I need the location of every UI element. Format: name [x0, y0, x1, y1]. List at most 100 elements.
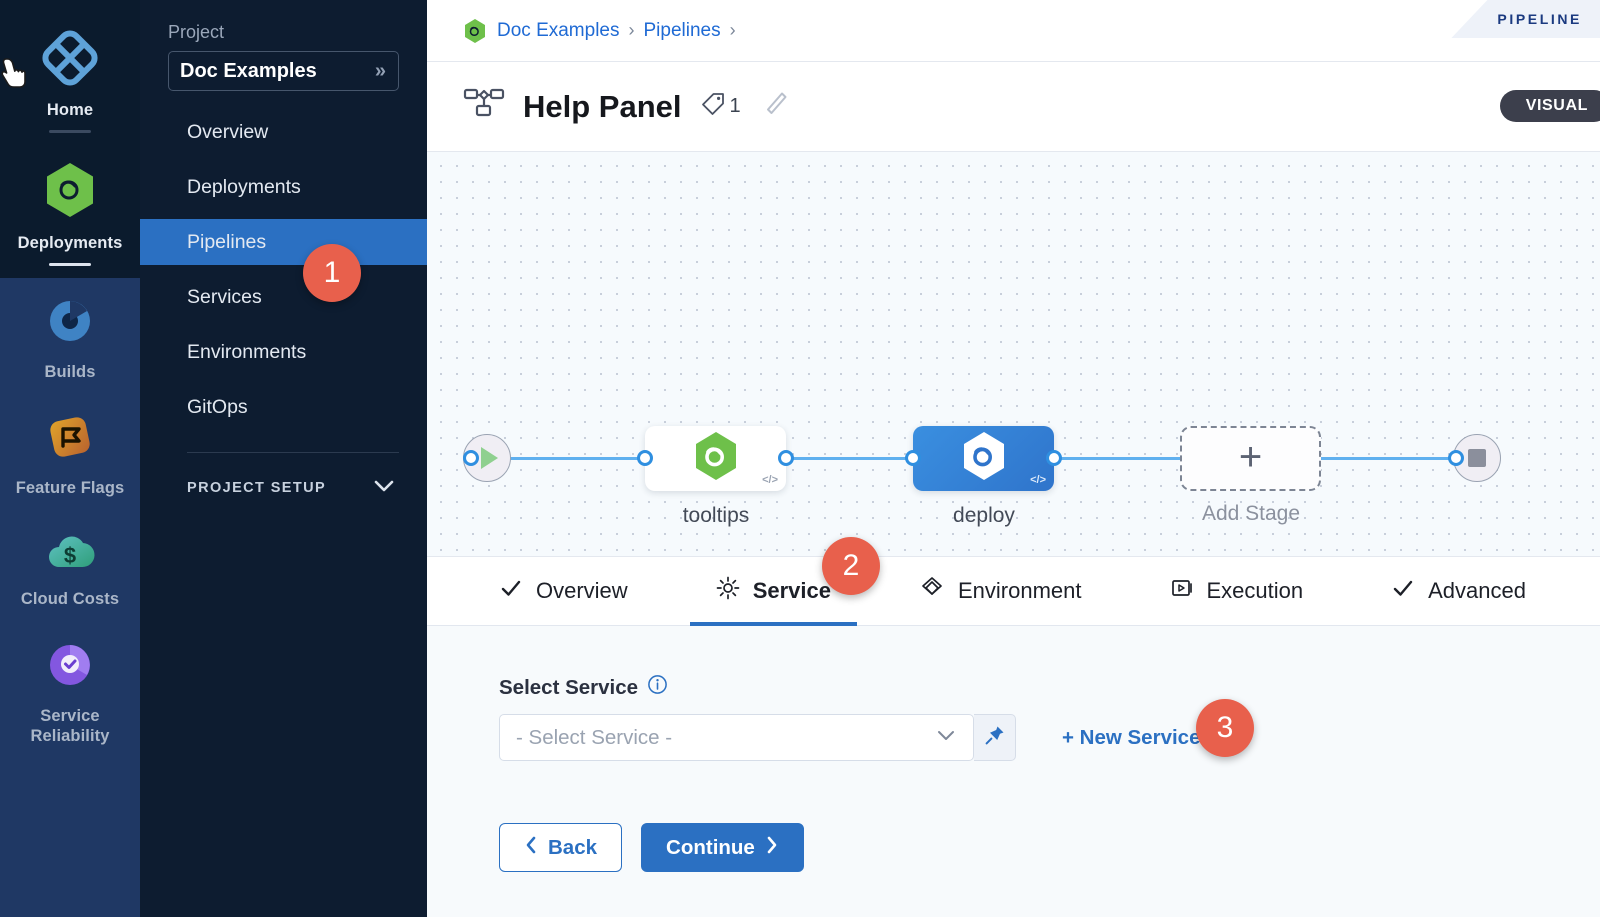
- select-service-label-row: Select Service: [499, 674, 1600, 701]
- home-diamond-icon: [4, 30, 136, 91]
- module-rail-bottom-group: Builds Feature Flags: [0, 277, 140, 917]
- chevron-down-icon: [935, 728, 957, 747]
- select-service-row: - Select Service - + New Service: [499, 714, 1600, 761]
- stage-code-tag: </>: [1030, 474, 1046, 486]
- tab-overview[interactable]: Overview: [473, 557, 654, 625]
- rail-item-label: Deployments: [17, 233, 123, 252]
- pipeline-port[interactable]: [1448, 450, 1464, 466]
- stage-code-tag: </>: [762, 474, 778, 486]
- pipeline-ribbon-label: PIPELINE: [1497, 11, 1582, 27]
- pipeline-port[interactable]: [1046, 450, 1062, 466]
- pipeline-edge: [469, 457, 651, 460]
- add-stage-label: Add Stage: [1201, 502, 1301, 525]
- rail-item-builds[interactable]: Builds: [0, 278, 140, 395]
- pipeline-graph-icon: [463, 86, 505, 127]
- project-selector[interactable]: Doc Examples »: [168, 51, 399, 91]
- callout-badge-1: 1: [303, 244, 361, 302]
- pipeline-port[interactable]: [905, 450, 921, 466]
- tab-environment[interactable]: Environment: [893, 557, 1108, 625]
- breadcrumb-item-project[interactable]: Doc Examples: [497, 19, 620, 41]
- step-tabs: Overview Service: [427, 557, 1600, 626]
- tab-label: Advanced: [1428, 578, 1526, 603]
- tab-service[interactable]: Service: [689, 557, 858, 626]
- select-service-dropdown[interactable]: - Select Service -: [499, 714, 974, 761]
- builds-icon: [4, 294, 136, 353]
- continue-button[interactable]: Continue: [641, 823, 804, 872]
- project-sidebar: Project Doc Examples » Overview Deployme…: [140, 0, 427, 917]
- cloud-costs-icon: $: [4, 527, 136, 580]
- page-title: Help Panel: [523, 88, 682, 124]
- main-area: Doc Examples › Pipelines › PIPELINE Help…: [427, 0, 1600, 917]
- chevron-down-icon: [373, 479, 395, 497]
- pipeline-canvas[interactable]: </> tooltips </> deploy +: [427, 152, 1600, 557]
- play-box-icon: [1170, 576, 1194, 606]
- rail-item-home[interactable]: Home: [0, 14, 140, 145]
- pipeline-end-node[interactable]: [1453, 434, 1501, 482]
- pipeline-stage-deploy[interactable]: </>: [913, 426, 1054, 491]
- chevron-left-icon: [524, 835, 538, 861]
- field-label-text: Select Service: [499, 675, 639, 699]
- sidebar-project-setup[interactable]: PROJECT SETUP: [140, 479, 427, 497]
- breadcrumb: Doc Examples › Pipelines › PIPELINE: [427, 0, 1600, 62]
- back-button[interactable]: Back: [499, 823, 623, 872]
- rail-item-cloud-costs[interactable]: $ Cloud Costs: [0, 511, 140, 622]
- sidebar-item-pipelines[interactable]: Pipelines: [140, 219, 427, 265]
- breadcrumb-item-pipelines[interactable]: Pipelines: [643, 19, 721, 41]
- tab-advanced[interactable]: Advanced: [1365, 557, 1552, 625]
- pipeline-edge: [1052, 457, 1180, 460]
- module-rail-top-group: Home Deployments: [0, 0, 140, 278]
- tab-label: Service: [752, 578, 831, 603]
- sidebar-item-gitops[interactable]: GitOps: [140, 384, 427, 430]
- page-header: Help Panel 1 VISUAL: [427, 62, 1600, 152]
- tab-execution[interactable]: Execution: [1144, 557, 1330, 625]
- info-icon[interactable]: [647, 674, 668, 701]
- pin-button[interactable]: [974, 714, 1016, 761]
- sidebar-item-deployments[interactable]: Deployments: [140, 164, 427, 210]
- chevron-double-right-icon: »: [374, 60, 386, 82]
- project-label: Project: [168, 22, 225, 42]
- continue-button-label: Continue: [666, 835, 755, 859]
- chevron-right-icon: [765, 835, 779, 861]
- pipeline-port[interactable]: [463, 450, 479, 466]
- tag-count[interactable]: 1: [700, 91, 741, 123]
- check-icon: [499, 576, 523, 606]
- rail-item-deployments[interactable]: Deployments: [0, 145, 140, 278]
- tag-icon: [700, 91, 726, 123]
- harness-hex-white-icon: [960, 430, 1008, 487]
- layers-icon: [919, 575, 945, 607]
- rail-item-feature-flags[interactable]: Feature Flags: [0, 394, 140, 511]
- sidebar-item-overview[interactable]: Overview: [140, 109, 427, 155]
- sidebar-item-label: Environments: [187, 340, 307, 363]
- svg-text:$: $: [64, 543, 76, 568]
- breadcrumb-separator: ›: [628, 20, 635, 40]
- sidebar-item-label: Deployments: [187, 175, 301, 198]
- service-reliability-icon: [4, 638, 136, 697]
- sidebar-item-services[interactable]: Services: [140, 274, 427, 320]
- pencil-icon[interactable]: [763, 90, 789, 123]
- mode-badge-visual[interactable]: VISUAL: [1499, 90, 1600, 122]
- pipeline-edge: [784, 457, 912, 460]
- check-icon: [1391, 576, 1415, 606]
- rail-item-label: Home: [46, 101, 94, 119]
- project-nav: Overview Deployments Pipelines Services …: [140, 109, 427, 430]
- rail-item-label: Feature Flags: [15, 479, 125, 498]
- rail-item-label: Service Reliability: [30, 706, 110, 745]
- play-icon: [480, 447, 498, 469]
- rail-item-label: Cloud Costs: [20, 590, 120, 609]
- sidebar-item-label: GitOps: [187, 395, 248, 418]
- new-service-button[interactable]: + New Service: [1062, 725, 1201, 749]
- select-service-value: - Select Service -: [516, 725, 673, 749]
- sidebar-item-environments[interactable]: Environments: [140, 329, 427, 375]
- sidebar-item-label: Overview: [187, 120, 269, 143]
- harness-hex-icon: [463, 18, 487, 44]
- pin-icon: [984, 724, 1006, 751]
- pipeline-stage-tooltips[interactable]: </>: [645, 426, 786, 491]
- rail-item-service-reliability[interactable]: Service Reliability: [0, 622, 140, 759]
- gear-icon: [716, 576, 740, 606]
- pipeline-port[interactable]: [637, 450, 653, 466]
- pipeline-port[interactable]: [778, 450, 794, 466]
- add-stage-button[interactable]: +: [1180, 426, 1321, 491]
- tab-label: Overview: [536, 578, 628, 603]
- feature-flags-icon: [4, 410, 136, 469]
